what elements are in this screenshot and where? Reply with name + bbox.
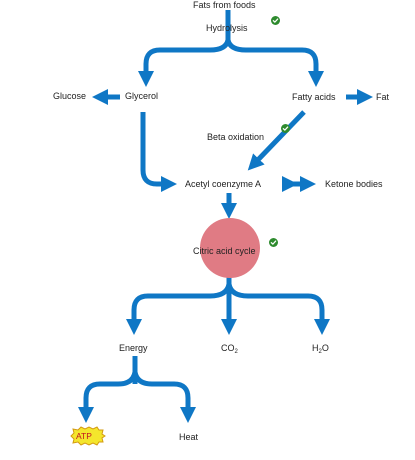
arrow-to-energy	[126, 283, 232, 336]
arrow-to-h2o	[226, 283, 331, 336]
arrow-glycerol-to-acetyl	[140, 112, 178, 192]
arrow-to-heat	[132, 371, 197, 424]
check-circle-icon	[281, 124, 290, 133]
label-beta-oxidation: Beta oxidation	[207, 132, 265, 142]
h2o-h: H	[312, 343, 319, 353]
starburst-badge-icon	[70, 426, 106, 446]
label-fat: Fat	[376, 92, 390, 102]
citric-acid-cycle-circle	[200, 218, 260, 278]
label-atp: ATP	[76, 431, 92, 441]
arrow-to-glycerol	[138, 39, 231, 88]
co2-base: CO	[221, 343, 235, 353]
check-circle-icon	[269, 238, 278, 247]
h2o-subscript: 2	[318, 349, 322, 355]
label-heat: Heat	[179, 432, 199, 442]
label-hydrolysis: Hydrolysis	[206, 23, 248, 33]
label-h2o: H2O	[312, 343, 329, 355]
label-ketone-bodies: Ketone bodies	[325, 179, 383, 189]
label-energy: Energy	[119, 343, 148, 353]
arrow-to-atp	[78, 371, 138, 424]
label-glycerol: Glycerol	[125, 91, 159, 101]
label-citric-acid-cycle: Citric acid cycle	[193, 246, 256, 256]
label-fats-from-foods: Fats from foods	[193, 0, 256, 10]
arrow-fatty-to-acetyl	[247, 110, 306, 171]
label-glucose: Glucose	[53, 91, 87, 101]
check-circle-icon	[271, 16, 280, 25]
arrow-to-fatty-acids	[225, 39, 325, 88]
label-acetyl-coa: Acetyl coenzyme A	[185, 179, 262, 189]
label-fatty-acids: Fatty acids	[292, 92, 336, 102]
co2-subscript: 2	[234, 349, 238, 355]
h2o-o: O	[321, 343, 329, 353]
label-co2: CO2	[221, 343, 238, 355]
